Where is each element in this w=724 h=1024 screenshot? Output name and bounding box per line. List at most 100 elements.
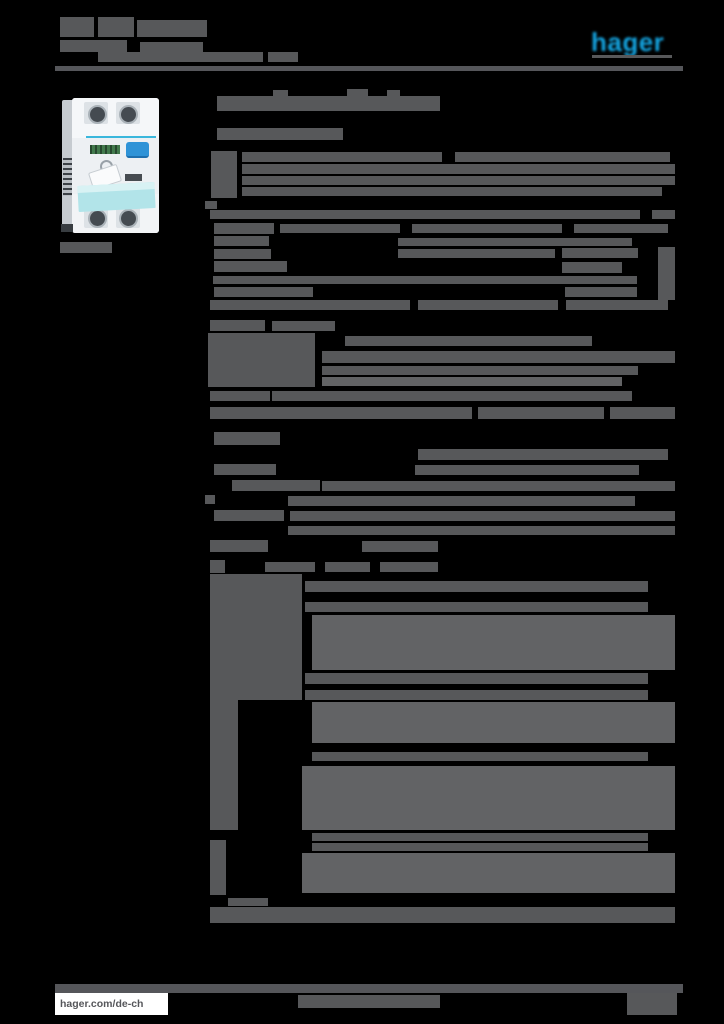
redacted-text-bar — [658, 247, 675, 300]
brand-stripe — [86, 136, 156, 138]
redacted-text-bar — [211, 151, 237, 198]
redacted-text-bar — [60, 17, 94, 37]
redacted-text-bar — [325, 562, 370, 572]
redacted-text-bar — [214, 223, 274, 234]
redacted-text-bar — [60, 40, 127, 52]
switch-toggle — [126, 142, 149, 158]
redacted-text-bar — [214, 287, 313, 297]
redacted-text-bar — [290, 511, 675, 521]
footer-website-text: hager.com/de-ch — [60, 998, 144, 1010]
footer-website-box: hager.com/de-ch — [55, 993, 168, 1015]
redacted-text-bar — [415, 465, 639, 475]
rating-label — [90, 145, 120, 154]
terminal-screw-icon — [88, 105, 107, 124]
redacted-text-bar — [214, 261, 287, 272]
product-photo — [61, 98, 159, 233]
redacted-text-bar — [228, 898, 268, 906]
terminal-screw-icon — [119, 105, 138, 124]
redacted-text-bar — [562, 262, 622, 273]
redacted-text-bar — [60, 242, 112, 253]
teal-sticker — [77, 182, 156, 212]
redacted-text-bar — [214, 432, 280, 445]
redacted-text-bar — [322, 351, 675, 363]
redacted-text-bar — [312, 615, 675, 670]
redacted-text-bar — [312, 833, 648, 841]
redacted-text-bar — [565, 287, 637, 297]
redacted-text-bar — [242, 152, 442, 162]
footer-rule — [55, 984, 683, 993]
redacted-text-bar — [98, 52, 263, 62]
redacted-text-bar — [210, 320, 265, 331]
redacted-text-bar — [214, 236, 269, 246]
redacted-text-bar — [205, 201, 217, 209]
redacted-text-bar — [210, 540, 268, 552]
redacted-text-bar — [312, 843, 648, 851]
redacted-text-bar — [312, 702, 675, 743]
redacted-text-bar — [210, 407, 472, 419]
redacted-text-bar — [242, 176, 675, 185]
redacted-text-bar — [478, 407, 604, 419]
redacted-text-bar — [210, 907, 675, 923]
redacted-text-bar — [322, 481, 675, 491]
redacted-text-bar — [362, 541, 438, 552]
redacted-text-bar — [208, 333, 315, 387]
redacted-text-bar — [242, 187, 662, 196]
redacted-text-bar — [210, 300, 410, 310]
redacted-text-bar — [265, 562, 315, 572]
redacted-text-bar — [210, 560, 225, 573]
marking-strip — [125, 174, 142, 181]
redacted-text-bar — [455, 152, 670, 162]
redacted-text-bar — [210, 391, 270, 401]
terminal-screw-icon — [119, 209, 138, 228]
redacted-text-bar — [210, 210, 640, 219]
redacted-text-bar — [322, 366, 638, 375]
mounting-foot — [61, 224, 73, 232]
hager-logo: hager — [591, 27, 665, 57]
redacted-text-bar — [345, 336, 592, 346]
redacted-text-bar — [272, 391, 632, 401]
redacted-text-bar — [592, 55, 672, 58]
redacted-text-bar — [398, 238, 632, 246]
redacted-text-bar — [298, 995, 440, 1008]
redacted-text-bar — [268, 52, 298, 62]
redacted-text-bar — [232, 480, 320, 491]
redacted-text-bar — [302, 766, 675, 830]
redacted-text-bar — [214, 249, 271, 259]
redacted-text-bar — [137, 20, 207, 37]
redacted-text-bar — [312, 752, 648, 761]
redacted-text-bar — [322, 377, 622, 386]
redacted-text-bar — [380, 562, 438, 572]
terminal-screw-icon — [88, 209, 107, 228]
redacted-text-bar — [418, 449, 668, 460]
redacted-text-bar — [652, 210, 675, 219]
redacted-text-bar — [210, 840, 226, 895]
header-divider — [55, 66, 683, 71]
redacted-text-bar — [214, 510, 284, 521]
redacted-text-bar — [302, 853, 675, 893]
redacted-text-bar — [387, 90, 400, 97]
redacted-text-bar — [305, 602, 648, 612]
redacted-text-bar — [305, 690, 648, 700]
redacted-text-bar — [205, 495, 215, 504]
redacted-text-bar — [98, 17, 134, 37]
redacted-text-bar — [217, 96, 440, 111]
redacted-text-bar — [418, 300, 558, 310]
redacted-text-bar — [398, 249, 555, 258]
redacted-text-bar — [412, 224, 562, 233]
redacted-text-bar — [140, 42, 203, 52]
redacted-text-bar — [305, 581, 648, 592]
redacted-text-bar — [288, 496, 635, 506]
redacted-text-bar — [562, 248, 638, 258]
redacted-text-bar — [288, 526, 675, 535]
redacted-text-bar — [347, 89, 368, 97]
redacted-text-bar — [217, 128, 343, 140]
redacted-text-bar — [214, 464, 276, 475]
redacted-text-bar — [242, 164, 675, 174]
redacted-text-bar — [273, 90, 288, 97]
redacted-text-bar — [610, 407, 675, 419]
redacted-text-bar — [210, 574, 302, 700]
side-barcode — [63, 158, 72, 196]
redacted-text-bar — [305, 673, 648, 684]
redacted-text-bar — [272, 321, 335, 331]
